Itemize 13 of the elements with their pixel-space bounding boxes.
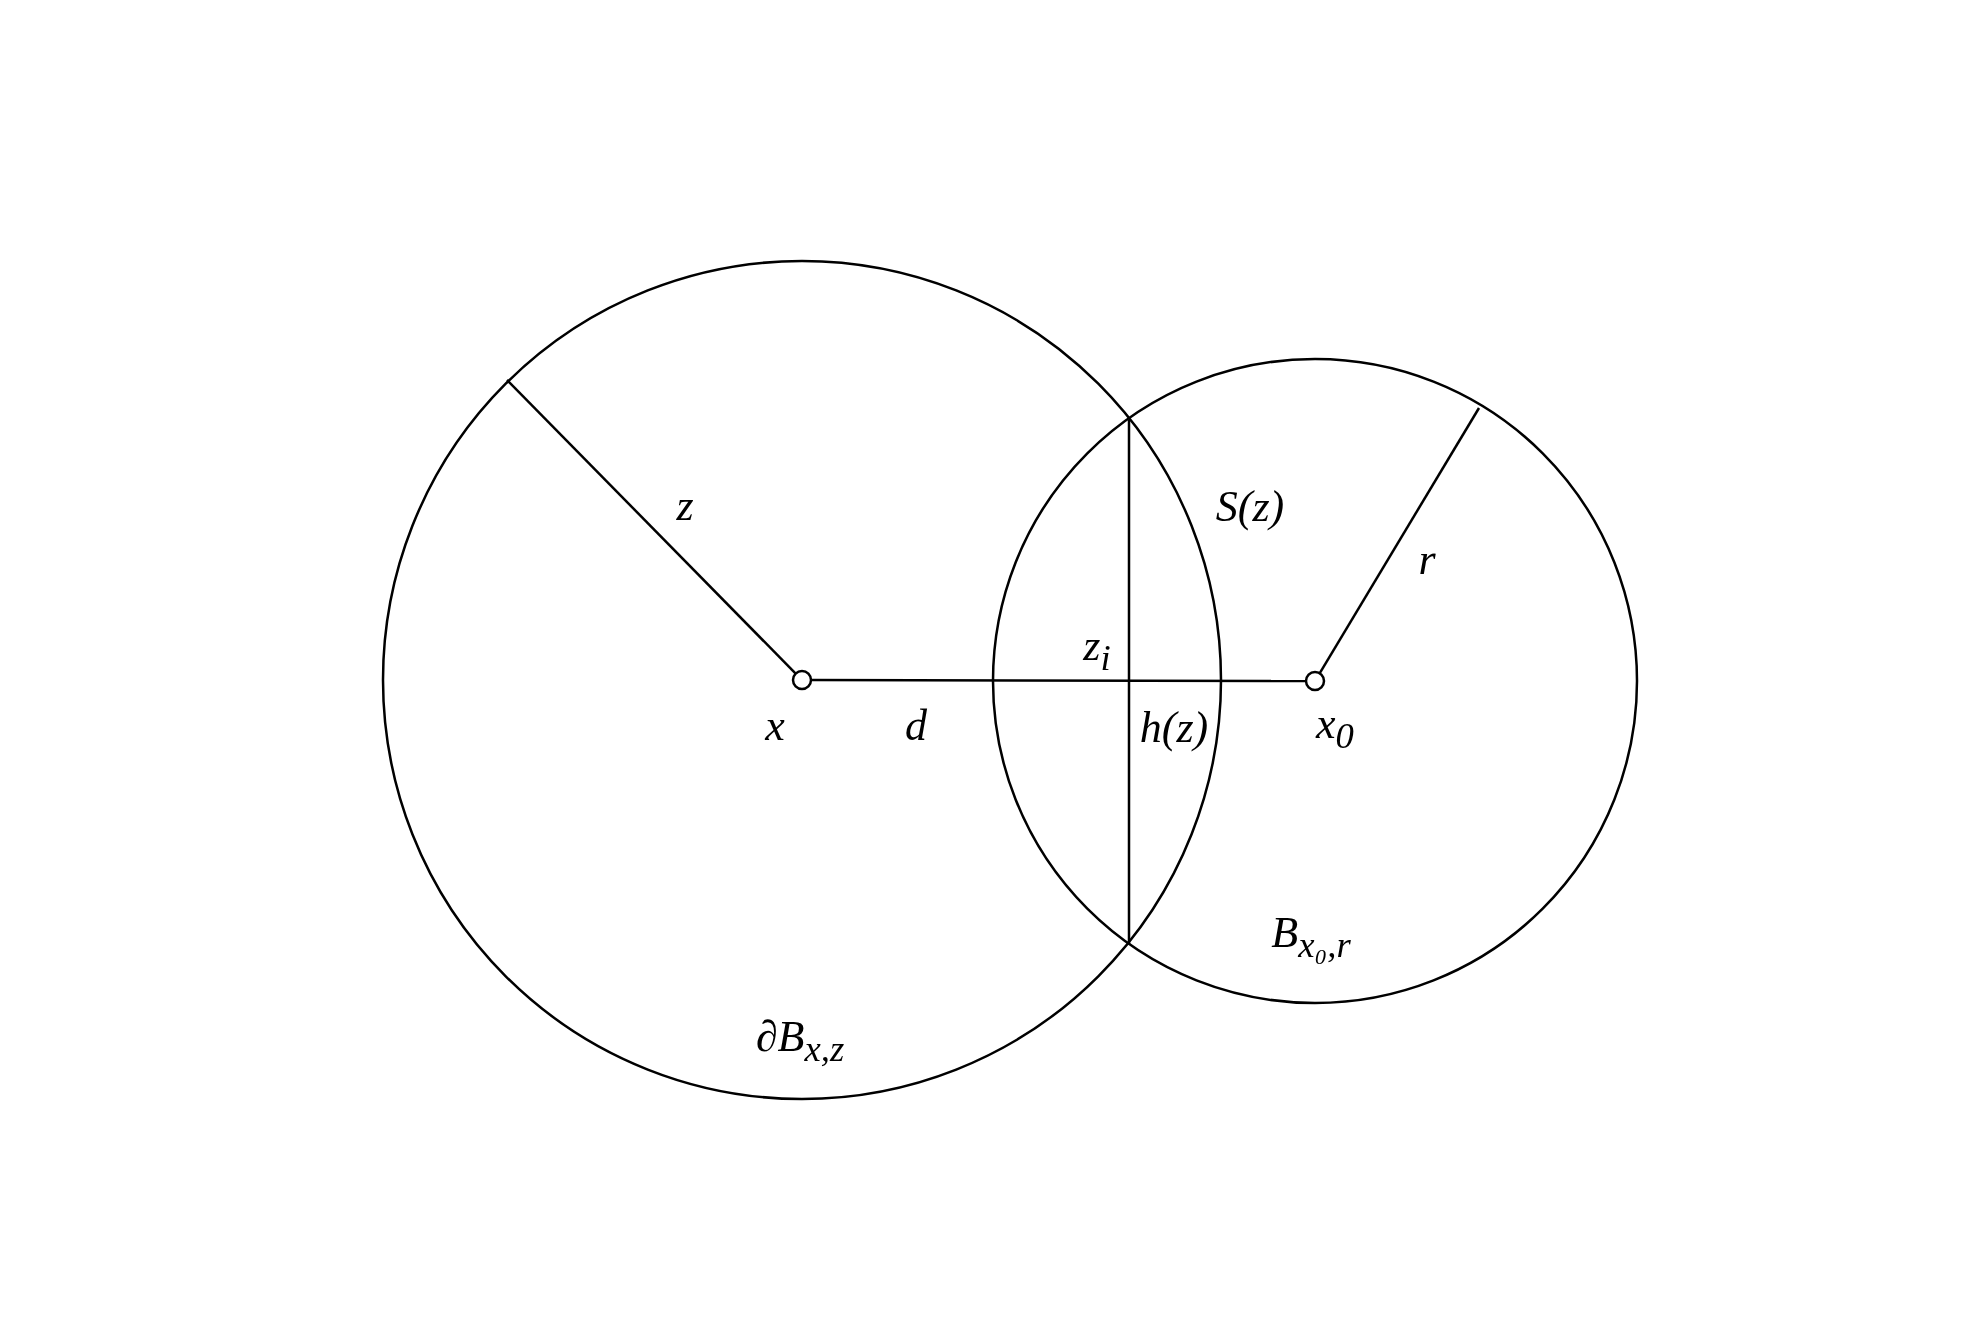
segment-line — [1318, 407, 1481, 674]
math-label: x$_{0}$ — [1316, 701, 1354, 755]
edge-label: z — [676, 484, 694, 528]
edge-label: r — [1418, 538, 1436, 582]
segment-line — [506, 379, 797, 675]
edge-label: d — [905, 704, 927, 748]
segment-line — [811, 678, 1306, 683]
math-label: S(z) — [1215, 485, 1285, 529]
math-label: z$_{i}$ — [1083, 623, 1111, 677]
math-label: ∂B$_{x,z}$ — [755, 1014, 845, 1068]
math-label: h(z) — [1139, 706, 1209, 750]
math-label: x — [765, 704, 785, 748]
math-label: B$_{x₀,r}$ — [1271, 910, 1351, 964]
